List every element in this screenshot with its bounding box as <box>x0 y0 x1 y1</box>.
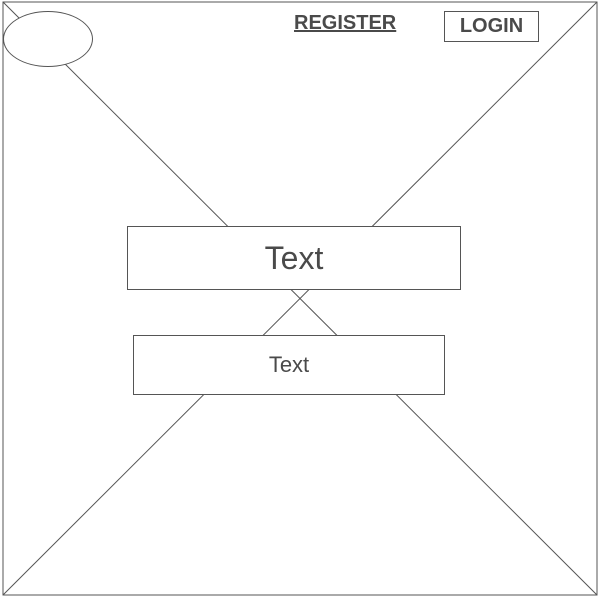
primary-text: Text <box>264 239 324 276</box>
secondary-text-box: Text <box>133 335 445 395</box>
logo-ellipse <box>3 11 93 67</box>
secondary-text: Text <box>268 352 310 377</box>
primary-text-box: Text <box>127 226 461 290</box>
login-button[interactable]: LOGIN <box>444 11 539 42</box>
login-label: LOGIN <box>459 15 524 37</box>
register-link[interactable]: REGISTER <box>294 12 397 34</box>
